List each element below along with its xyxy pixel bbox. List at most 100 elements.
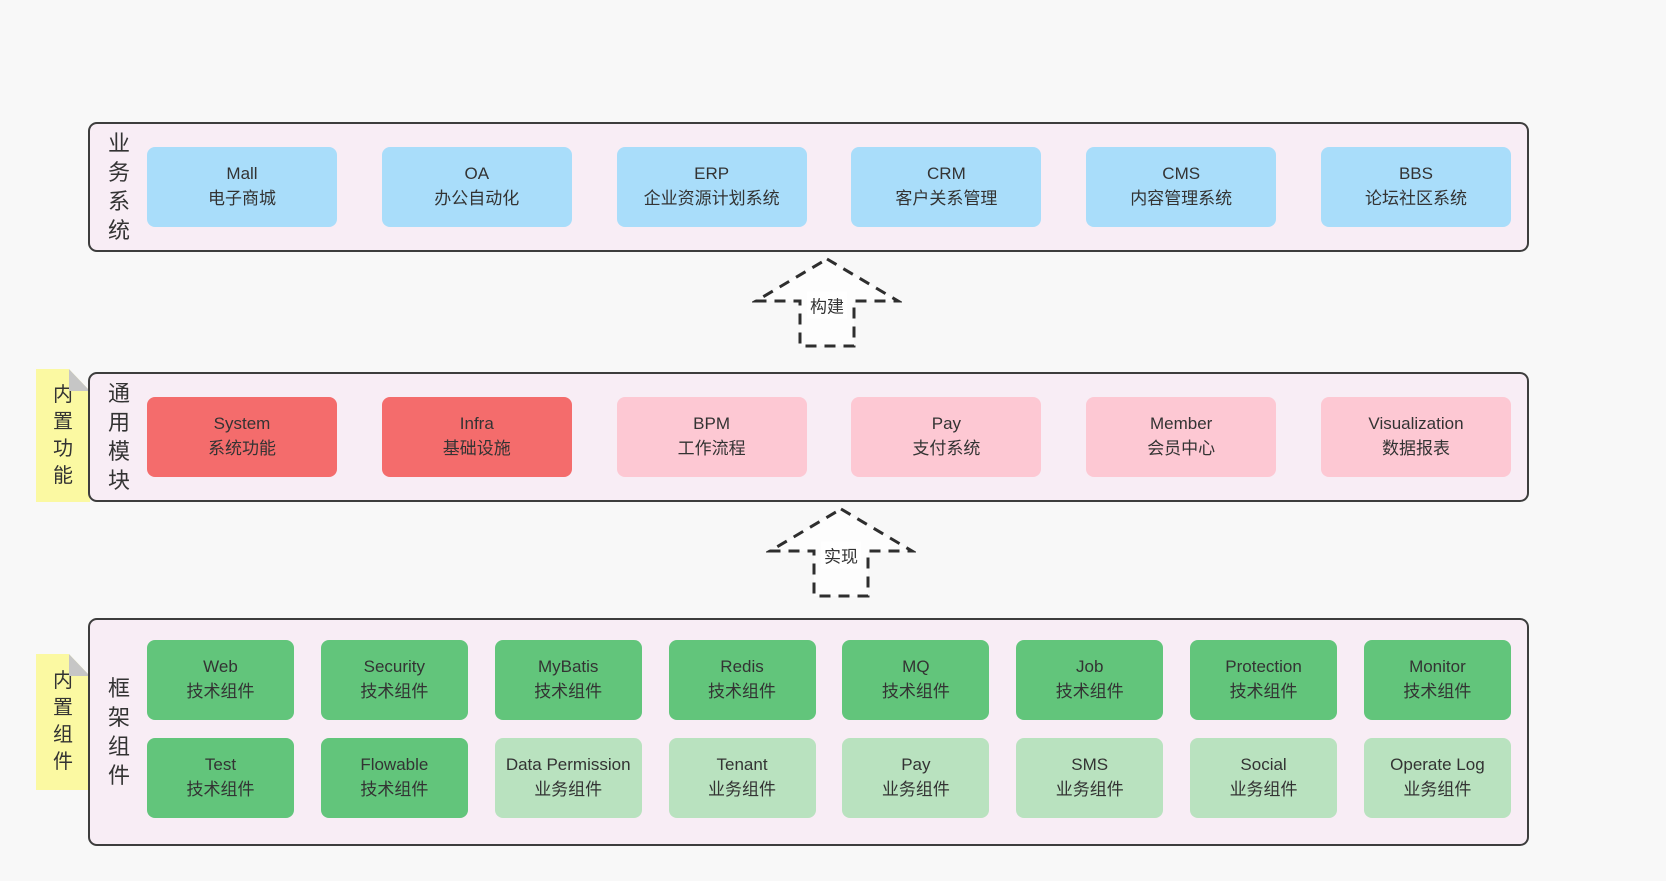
box-name: System [213,414,271,434]
box-subtitle: 会员中心 [1147,439,1216,458]
box-bbs: BBS 论坛社区系统 [1320,147,1511,227]
box-protection: Protection 技术组件 [1190,640,1338,720]
sticky-tab-built-in-features: 内置功能 [36,369,90,502]
box-pay-component: Pay 业务组件 [842,738,990,818]
sticky-tab-label: 内置功能 [53,383,73,487]
box-bpm: BPM 工作流程 [616,397,807,477]
box-subtitle: 技术组件 [1403,682,1472,701]
box-subtitle: 基础设施 [442,439,511,458]
box-mybatis: MyBatis 技术组件 [494,640,642,720]
box-oa: OA 办公自动化 [381,147,572,227]
box-name: Member [1150,414,1213,434]
box-test: Test 技术组件 [147,738,294,818]
box-name: MyBatis [537,657,599,677]
box-name: SMS [1071,755,1109,775]
box-name: Operate Log [1390,755,1485,775]
section-common-modules: 通用模块 System 系统功能 Infra 基础设施 BPM 工作流程 Pay 支付系… [88,372,1529,502]
box-subtitle: 业务组件 [881,780,950,799]
sticky-tab-label: 内置组件 [53,670,73,773]
arrow-implement: 实现 [766,506,916,600]
box-subtitle: 办公自动化 [434,189,520,208]
box-name: Tenant [716,755,768,775]
box-subtitle: 技术组件 [186,780,255,799]
box-monitor: Monitor 技术组件 [1363,640,1511,720]
box-pay: Pay 支付系统 [851,397,1042,477]
box-subtitle: 客户关系管理 [895,189,998,208]
box-name: BBS [1398,164,1433,184]
box-subtitle: 业务组件 [708,780,777,799]
box-name: BPM [693,414,731,434]
box-subtitle: 技术组件 [534,682,603,701]
box-name: Monitor [1409,657,1466,677]
box-subtitle: 技术组件 [881,682,950,701]
box-mq: MQ 技术组件 [842,640,990,720]
box-name: Mall [226,164,258,184]
box-name: Pay [931,414,962,434]
folded-corner-icon [69,369,90,391]
box-cms: CMS 内容管理系统 [1086,147,1277,227]
box-infra: Infra 基础设施 [381,397,572,477]
box-subtitle: 技术组件 [708,682,777,701]
box-subtitle: 内容管理系统 [1130,189,1233,208]
box-subtitle: 数据报表 [1381,439,1450,458]
box-subtitle: 技术组件 [1055,682,1124,701]
sticky-tab-built-in-components: 内置组件 [36,654,90,790]
section-framework-components-label: 框架组件 [107,676,130,788]
box-name: CMS [1162,164,1201,184]
box-subtitle: 支付系统 [912,439,981,458]
box-name: Infra [459,414,494,434]
box-member: Member 会员中心 [1086,397,1277,477]
box-subtitle: 电子商城 [208,189,276,208]
arrow-implement-label: 实现 [821,541,861,569]
box-name: ERP [694,164,730,184]
box-name: Data Permission [505,755,631,775]
box-subtitle: 技术组件 [360,780,429,799]
arrow-build: 构建 [752,256,902,350]
box-subtitle: 技术组件 [186,682,255,701]
box-subtitle: 工作流程 [677,439,746,458]
box-name: Job [1076,657,1104,677]
box-subtitle: 业务组件 [1229,780,1298,799]
box-operate-log: Operate Log 业务组件 [1363,738,1511,818]
box-flowable: Flowable 技术组件 [320,738,468,818]
box-crm: CRM 客户关系管理 [851,147,1042,227]
box-name: MQ [902,657,930,677]
box-name: Flowable [360,755,429,775]
folded-corner-icon [69,654,90,676]
box-subtitle: 技术组件 [1229,682,1298,701]
box-tenant: Tenant 业务组件 [668,738,816,818]
business-systems-row: Mall 电子商城 OA 办公自动化 ERP 企业资源计划系统 CRM 客户关系管理 C… [147,147,1511,227]
box-name: Protection [1225,657,1302,677]
box-name: Visualization [1368,414,1464,434]
box-subtitle: 技术组件 [360,682,429,701]
box-name: Redis [720,657,764,677]
box-name: Pay [901,755,931,775]
box-subtitle: 论坛社区系统 [1364,189,1467,208]
box-subtitle: 系统功能 [208,439,276,458]
box-data-permission: Data Permission 业务组件 [494,738,642,818]
box-mall: Mall 电子商城 [147,147,337,227]
arrow-build-label: 构建 [807,291,847,319]
box-subtitle: 业务组件 [1403,780,1472,799]
box-job: Job 技术组件 [1016,640,1164,720]
box-subtitle: 企业资源计划系统 [643,189,780,208]
box-name: CRM [927,164,966,184]
box-security: Security 技术组件 [320,640,468,720]
box-subtitle: 业务组件 [534,780,603,799]
box-system: System 系统功能 [147,397,337,477]
box-subtitle: 业务组件 [1055,780,1124,799]
box-name: Test [204,755,237,775]
box-redis: Redis 技术组件 [668,640,816,720]
box-erp: ERP 企业资源计划系统 [616,147,807,227]
section-common-modules-label: 通用模块 [107,381,130,493]
common-modules-row: System 系统功能 Infra 基础设施 BPM 工作流程 Pay 支付系统 Mem… [147,397,1511,477]
box-name: Security [363,657,426,677]
box-name: OA [464,164,490,184]
